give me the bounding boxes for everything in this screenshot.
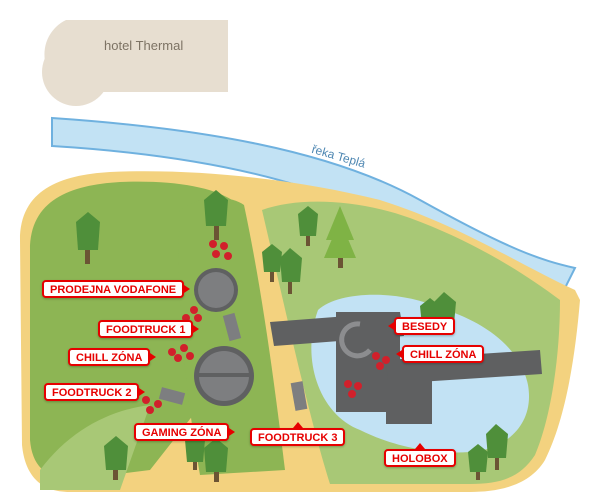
tree [468,444,488,480]
tree [104,436,128,480]
label-foodtruck-1[interactable]: FOODTRUCK 1 [98,320,200,338]
foodtruck-3-shape [290,381,308,411]
tree [298,206,318,246]
tent-gaming [194,346,254,406]
tree [324,206,356,268]
label-gaming-zona[interactable]: GAMING ZÓNA [134,423,236,441]
label-holobox[interactable]: HOLOBOX [384,443,456,467]
label-chill-zona-right[interactable]: CHILL ZÓNA [395,345,485,363]
hotel-label: hotel Thermal [104,38,184,53]
label-foodtruck-2[interactable]: FOODTRUCK 2 [44,383,146,401]
foodtruck-2-shape [158,387,186,405]
label-besedy[interactable]: BESEDY [387,317,456,335]
tent-prodejna [194,268,238,312]
label-prodejna-vodafone[interactable]: PRODEJNA VODAFONE [42,280,191,298]
foodtruck-1-shape [222,312,242,342]
tree [486,424,508,470]
hotel-building [42,20,229,106]
tree [204,438,228,482]
label-chill-zona-left[interactable]: CHILL ZÓNA [68,348,157,366]
tree [280,248,302,294]
trees [76,190,508,482]
tree [76,212,100,264]
tree [204,190,228,240]
label-foodtruck-3[interactable]: FOODTRUCK 3 [250,422,346,446]
tree [262,244,282,282]
seating-dots [142,240,390,414]
